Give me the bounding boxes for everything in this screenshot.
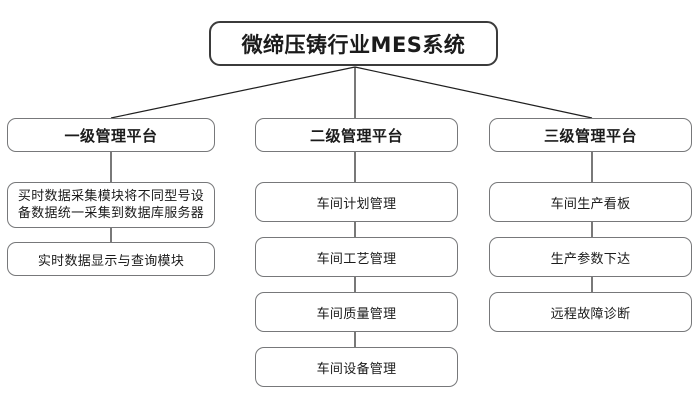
platform-node-level1[interactable]: 一级管理平台 (7, 118, 215, 152)
leaf-node-col3-item1-label: 车间生产看板 (550, 196, 631, 212)
leaf-node-col1-item1-label: 买时数据采集模块将不同型号设 备数据统一采集到数据库服务器 (17, 188, 205, 221)
edge-root-to-col1 (110, 66, 356, 119)
leaf-node-col2-item2[interactable]: 车间工艺管理 (255, 237, 458, 277)
platform-node-level3-label: 三级管理平台 (543, 126, 637, 145)
leaf-node-col3-item1[interactable]: 车间生产看板 (489, 182, 692, 222)
leaf-node-col2-item4-label: 车间设备管理 (316, 361, 397, 377)
leaf-node-col2-item4[interactable]: 车间设备管理 (255, 347, 458, 387)
leaf-node-col2-item3-label: 车间质量管理 (316, 306, 397, 322)
leaf-node-col2-item3[interactable]: 车间质量管理 (255, 292, 458, 332)
leaf-node-col3-item2[interactable]: 生产参数下达 (489, 237, 692, 277)
root-node-label: 微缔压铸行业MES系统 (241, 32, 466, 57)
platform-node-level3[interactable]: 三级管理平台 (489, 118, 692, 152)
platform-node-level2[interactable]: 二级管理平台 (255, 118, 458, 152)
leaf-node-col2-item1-label: 车间计划管理 (316, 196, 397, 212)
edge-root-to-col3 (354, 66, 593, 119)
leaf-node-col1-item2[interactable]: 实时数据显示与查询模块 (7, 242, 215, 276)
leaf-node-col3-item3[interactable]: 远程故障诊断 (489, 292, 692, 332)
leaf-node-col1-item2-label: 实时数据显示与查询模块 (37, 253, 185, 269)
leaf-node-col3-item2-label: 生产参数下达 (550, 251, 631, 267)
platform-node-level1-label: 一级管理平台 (64, 126, 158, 145)
leaf-node-col2-item1[interactable]: 车间计划管理 (255, 182, 458, 222)
leaf-node-col2-item2-label: 车间工艺管理 (316, 251, 397, 267)
leaf-node-col3-item3-label: 远程故障诊断 (550, 306, 631, 322)
leaf-node-col1-item1[interactable]: 买时数据采集模块将不同型号设 备数据统一采集到数据库服务器 (7, 182, 215, 228)
platform-node-level2-label: 二级管理平台 (309, 126, 403, 145)
root-node[interactable]: 微缔压铸行业MES系统 (209, 21, 498, 66)
